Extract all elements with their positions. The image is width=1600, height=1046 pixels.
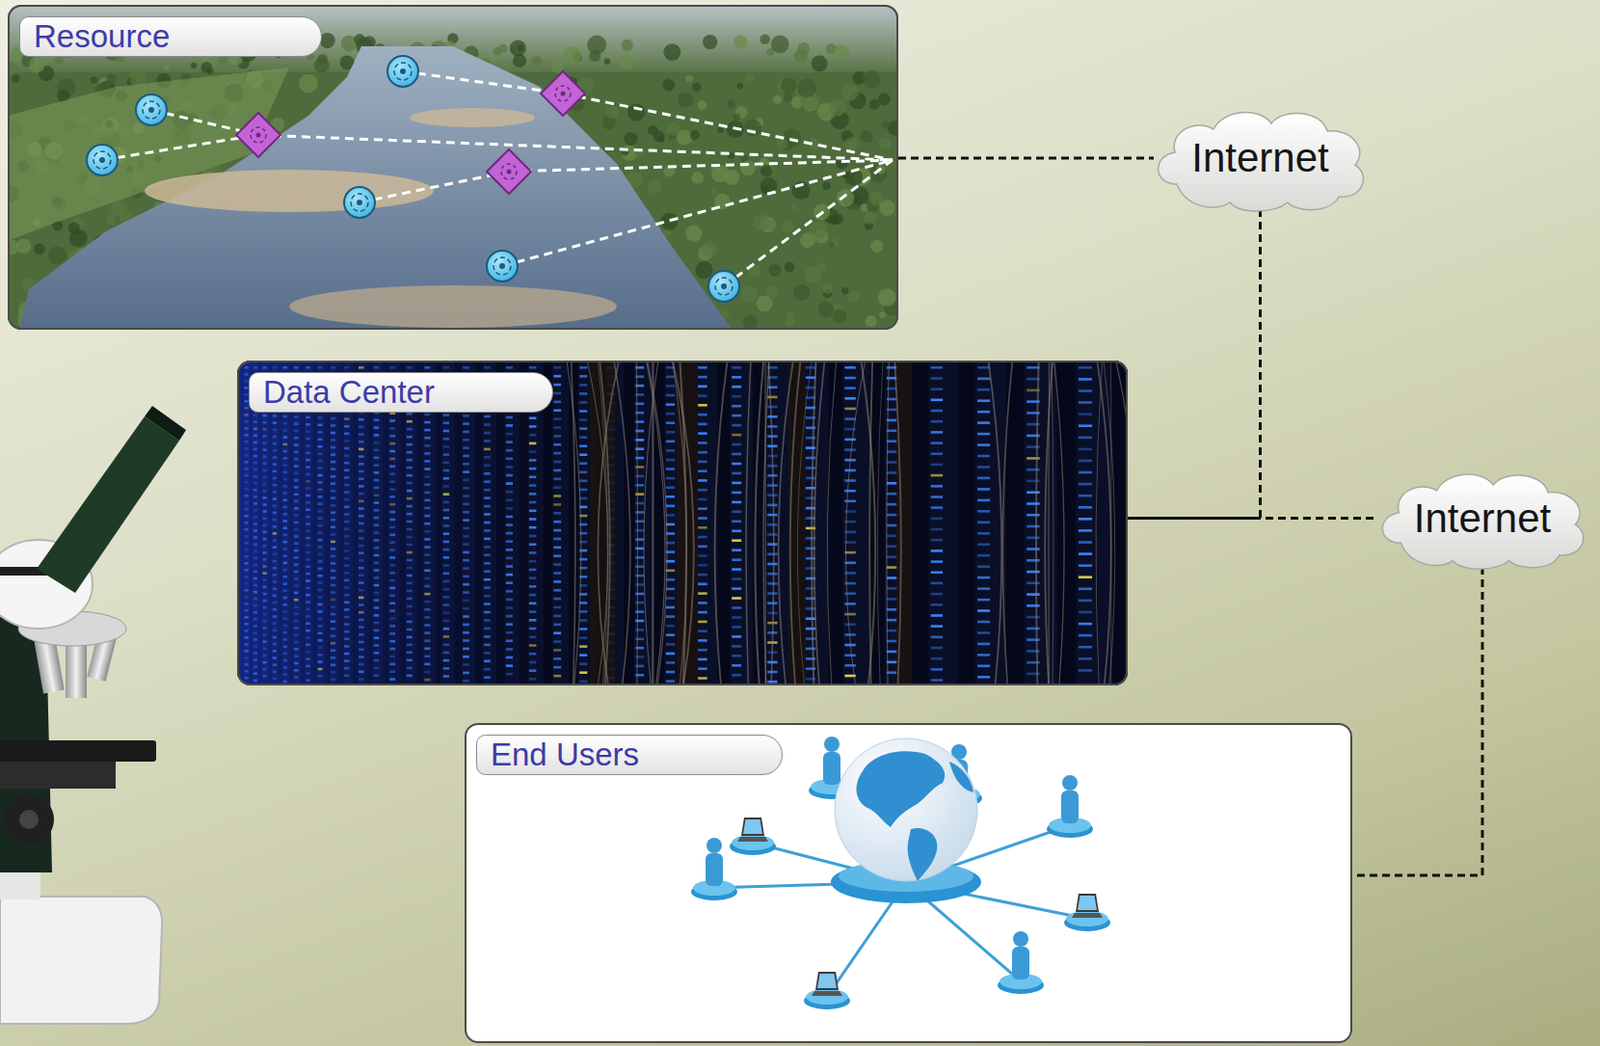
end-users-panel: End Users — [464, 722, 1353, 1043]
panel-title: Data Center — [263, 373, 539, 412]
dashed-link — [1127, 516, 1379, 520]
cloud-label: Internet — [1413, 495, 1551, 542]
dashed-link — [1127, 209, 1261, 519]
cloud-label: Internet — [1191, 134, 1329, 182]
sensor-links — [102, 71, 893, 287]
user-icons — [691, 736, 1111, 1010]
dashed-link — [1352, 566, 1483, 876]
server-racks — [237, 360, 1128, 686]
internet-cloud: Internet — [1147, 102, 1373, 214]
panel-title: Resource — [33, 17, 308, 56]
panel-label: Data Center — [248, 372, 554, 413]
users-network — [464, 722, 1353, 1043]
panel-title: End Users — [490, 735, 769, 774]
resource-panel: Resource — [7, 4, 899, 330]
panel-label: Resource — [19, 16, 322, 57]
panel-label: End Users — [476, 734, 783, 775]
forest-texture — [7, 30, 899, 330]
internet-cloud: Internet — [1372, 464, 1593, 572]
sensor-nodes — [86, 55, 740, 302]
microscope — [0, 405, 187, 1024]
data-center-panel: Data Center — [237, 360, 1128, 686]
river-photo — [7, 4, 899, 330]
dashed-link — [898, 157, 1154, 160]
